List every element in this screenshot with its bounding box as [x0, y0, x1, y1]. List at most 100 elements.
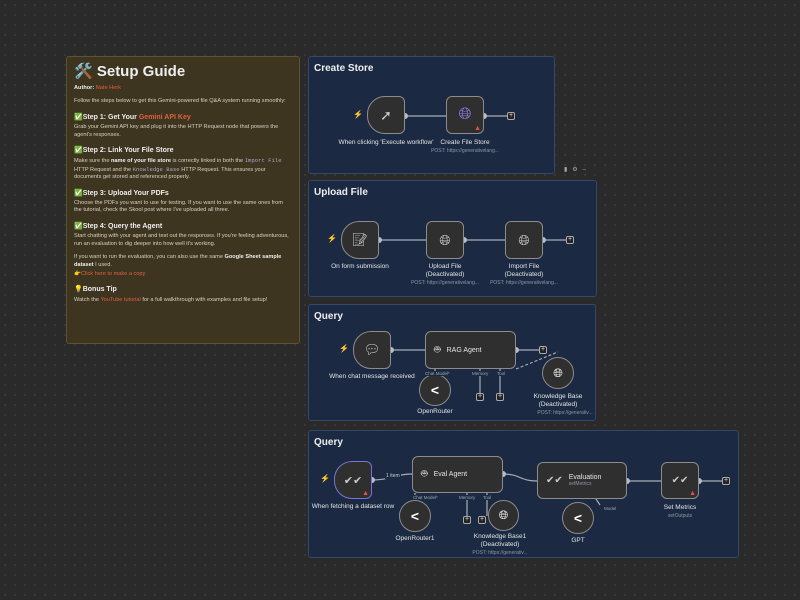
- trigger-bolt-icon: ⚡: [320, 474, 330, 483]
- robot-icon: 🤖︎: [434, 343, 441, 356]
- node-title: Evaluation: [568, 474, 602, 481]
- step1-title: ✅Step 1: Get Your: [74, 113, 139, 121]
- port-label: Chat Model*: [424, 371, 451, 376]
- trigger-bolt-icon: ⚡: [327, 234, 337, 243]
- openrouter-icon: <: [573, 510, 583, 526]
- frame-title: Query: [314, 437, 343, 448]
- node-manual-trigger[interactable]: ➚: [367, 96, 405, 134]
- node-label: OpenRouter: [417, 408, 453, 415]
- step2-title: ✅Step 2: Link Your File Store: [74, 147, 174, 155]
- warning-icon: ▲: [689, 490, 696, 497]
- bonus-title: 💡Bonus Tip: [74, 286, 117, 294]
- openrouter-icon: <: [410, 508, 420, 524]
- globe-icon: 🌐︎: [458, 106, 472, 123]
- globe-icon: 🌐︎: [439, 231, 451, 248]
- node-label: GPT: [571, 537, 585, 544]
- globe-icon: 🌐︎: [518, 231, 530, 248]
- robot-icon: 🤖︎: [421, 468, 428, 480]
- warning-icon: ▲: [362, 490, 369, 497]
- node-openrouter[interactable]: <: [419, 374, 451, 406]
- eval-text: If you want to run the evaluation, you c…: [74, 254, 282, 268]
- frame-title: Query: [314, 311, 343, 322]
- trigger-bolt-icon: ⚡: [353, 110, 363, 119]
- cursor-icon: ➚: [380, 106, 392, 123]
- node-state: (Deactivated): [538, 401, 578, 408]
- check-icon: ✔✔: [671, 475, 689, 486]
- node-subtitle: POST: https://generativelang...: [431, 148, 499, 154]
- node-subtitle: POST: https://generativelang...: [490, 280, 558, 286]
- node-knowledge-base[interactable]: 🌐︎: [542, 357, 574, 389]
- step3-title: ✅Step 3: Upload Your PDFs: [74, 189, 169, 197]
- add-node-button[interactable]: +: [507, 112, 515, 120]
- form-icon: 📝︎: [351, 232, 369, 247]
- node-state: (Deactivated): [480, 541, 520, 548]
- copy-link[interactable]: 👉Click here to make a copy: [74, 270, 146, 277]
- bonus-text: Watch the YouTube tutorial for a full wa…: [74, 296, 268, 303]
- node-dataset-trigger[interactable]: ✔✔ ▲: [334, 461, 372, 499]
- node-subtitle: setOutputs: [667, 513, 693, 519]
- author-link[interactable]: Nate Herk: [95, 85, 121, 91]
- node-chat-trigger[interactable]: 💬︎: [353, 331, 391, 369]
- node-subtitle: POST: https://generativ...: [537, 410, 593, 416]
- youtube-link[interactable]: YouTube tutorial: [100, 296, 141, 303]
- node-label: On form submission: [331, 263, 389, 270]
- add-tool-button[interactable]: +: [496, 393, 504, 401]
- node-label: Knowledge Base1: [473, 533, 527, 540]
- add-node-button[interactable]: +: [539, 346, 547, 354]
- chat-icon: 💬︎: [363, 342, 381, 357]
- trigger-bolt-icon: ⚡: [339, 344, 349, 353]
- note-title: 🛠️ Setup Guide: [74, 63, 186, 80]
- node-label: When fetching a dataset row: [311, 503, 395, 510]
- add-memory-button[interactable]: +: [463, 516, 471, 524]
- globe-icon: 🌐︎: [498, 508, 509, 522]
- step4-title: ✅Step 4: Query the Agent: [74, 222, 163, 230]
- node-openrouter1[interactable]: <: [399, 500, 431, 532]
- step4-text: Start chatting with your agent and test …: [74, 233, 289, 247]
- node-title: Eval Agent: [433, 471, 468, 478]
- port-label: Memory: [471, 371, 490, 376]
- node-import-file[interactable]: 🌐︎: [505, 221, 543, 259]
- node-knowledge-base1[interactable]: 🌐︎: [488, 500, 519, 531]
- node-label: When clicking 'Execute workflow': [338, 139, 434, 146]
- check-icon: ✔✔: [546, 475, 563, 486]
- node-label: Import File: [508, 263, 540, 270]
- node-upload-file[interactable]: 🌐︎: [426, 221, 464, 259]
- node-label: When chat message received: [329, 373, 415, 380]
- node-rag-agent[interactable]: 🤖︎ RAG Agent: [425, 331, 516, 369]
- step1-text: Grab your Gemini API key and plug it int…: [74, 124, 279, 138]
- openrouter-icon: <: [430, 382, 440, 398]
- intro-text: Follow the steps below to get this Gemin…: [74, 98, 286, 105]
- node-label: Create File Store: [440, 139, 490, 146]
- warning-icon: ▲: [474, 125, 481, 132]
- author-label: Author:: [74, 85, 95, 91]
- node-state: (Deactivated): [425, 271, 465, 278]
- item-count-label: 1 item: [385, 473, 401, 479]
- check-icon: ✔✔: [343, 474, 363, 487]
- step3-text: Choose the PDFs you want to use for test…: [74, 200, 283, 214]
- node-form-trigger[interactable]: 📝︎: [341, 221, 379, 259]
- frame-toolbar-icons[interactable]: ▮⚙–: [564, 167, 592, 173]
- add-tool-button[interactable]: +: [478, 516, 486, 524]
- gemini-api-key-link[interactable]: Gemini API Key: [138, 113, 191, 121]
- node-create-file-store[interactable]: 🌐︎▲: [446, 96, 484, 134]
- add-memory-button[interactable]: +: [476, 393, 484, 401]
- node-set-metrics[interactable]: ✔✔▲: [661, 462, 699, 499]
- node-subtitle: POST: https://generativ...: [472, 550, 528, 556]
- node-title: RAG Agent: [446, 346, 482, 354]
- node-eval-agent[interactable]: 🤖︎ Eval Agent: [412, 456, 503, 493]
- add-node-button[interactable]: +: [566, 236, 574, 244]
- node-gpt[interactable]: <: [562, 502, 594, 534]
- node-subtitle: POST: https://generativelang...: [411, 280, 479, 286]
- add-node-button[interactable]: +: [722, 477, 730, 485]
- node-label: Set Metrics: [663, 504, 697, 511]
- globe-icon: 🌐︎: [553, 365, 563, 380]
- port-label: Chat Model*: [412, 495, 439, 500]
- node-label: Upload File: [428, 263, 462, 270]
- sticky-note-setup-guide[interactable]: 🛠️ Setup Guide Author: Nate Herk Follow …: [66, 56, 300, 344]
- node-state: (Deactivated): [504, 271, 544, 278]
- node-label: OpenRouter1: [395, 535, 435, 542]
- port-label: Model: [603, 506, 618, 511]
- port-label: Memory: [458, 495, 477, 500]
- step2-text: Make sure the name of your file store is…: [74, 157, 282, 181]
